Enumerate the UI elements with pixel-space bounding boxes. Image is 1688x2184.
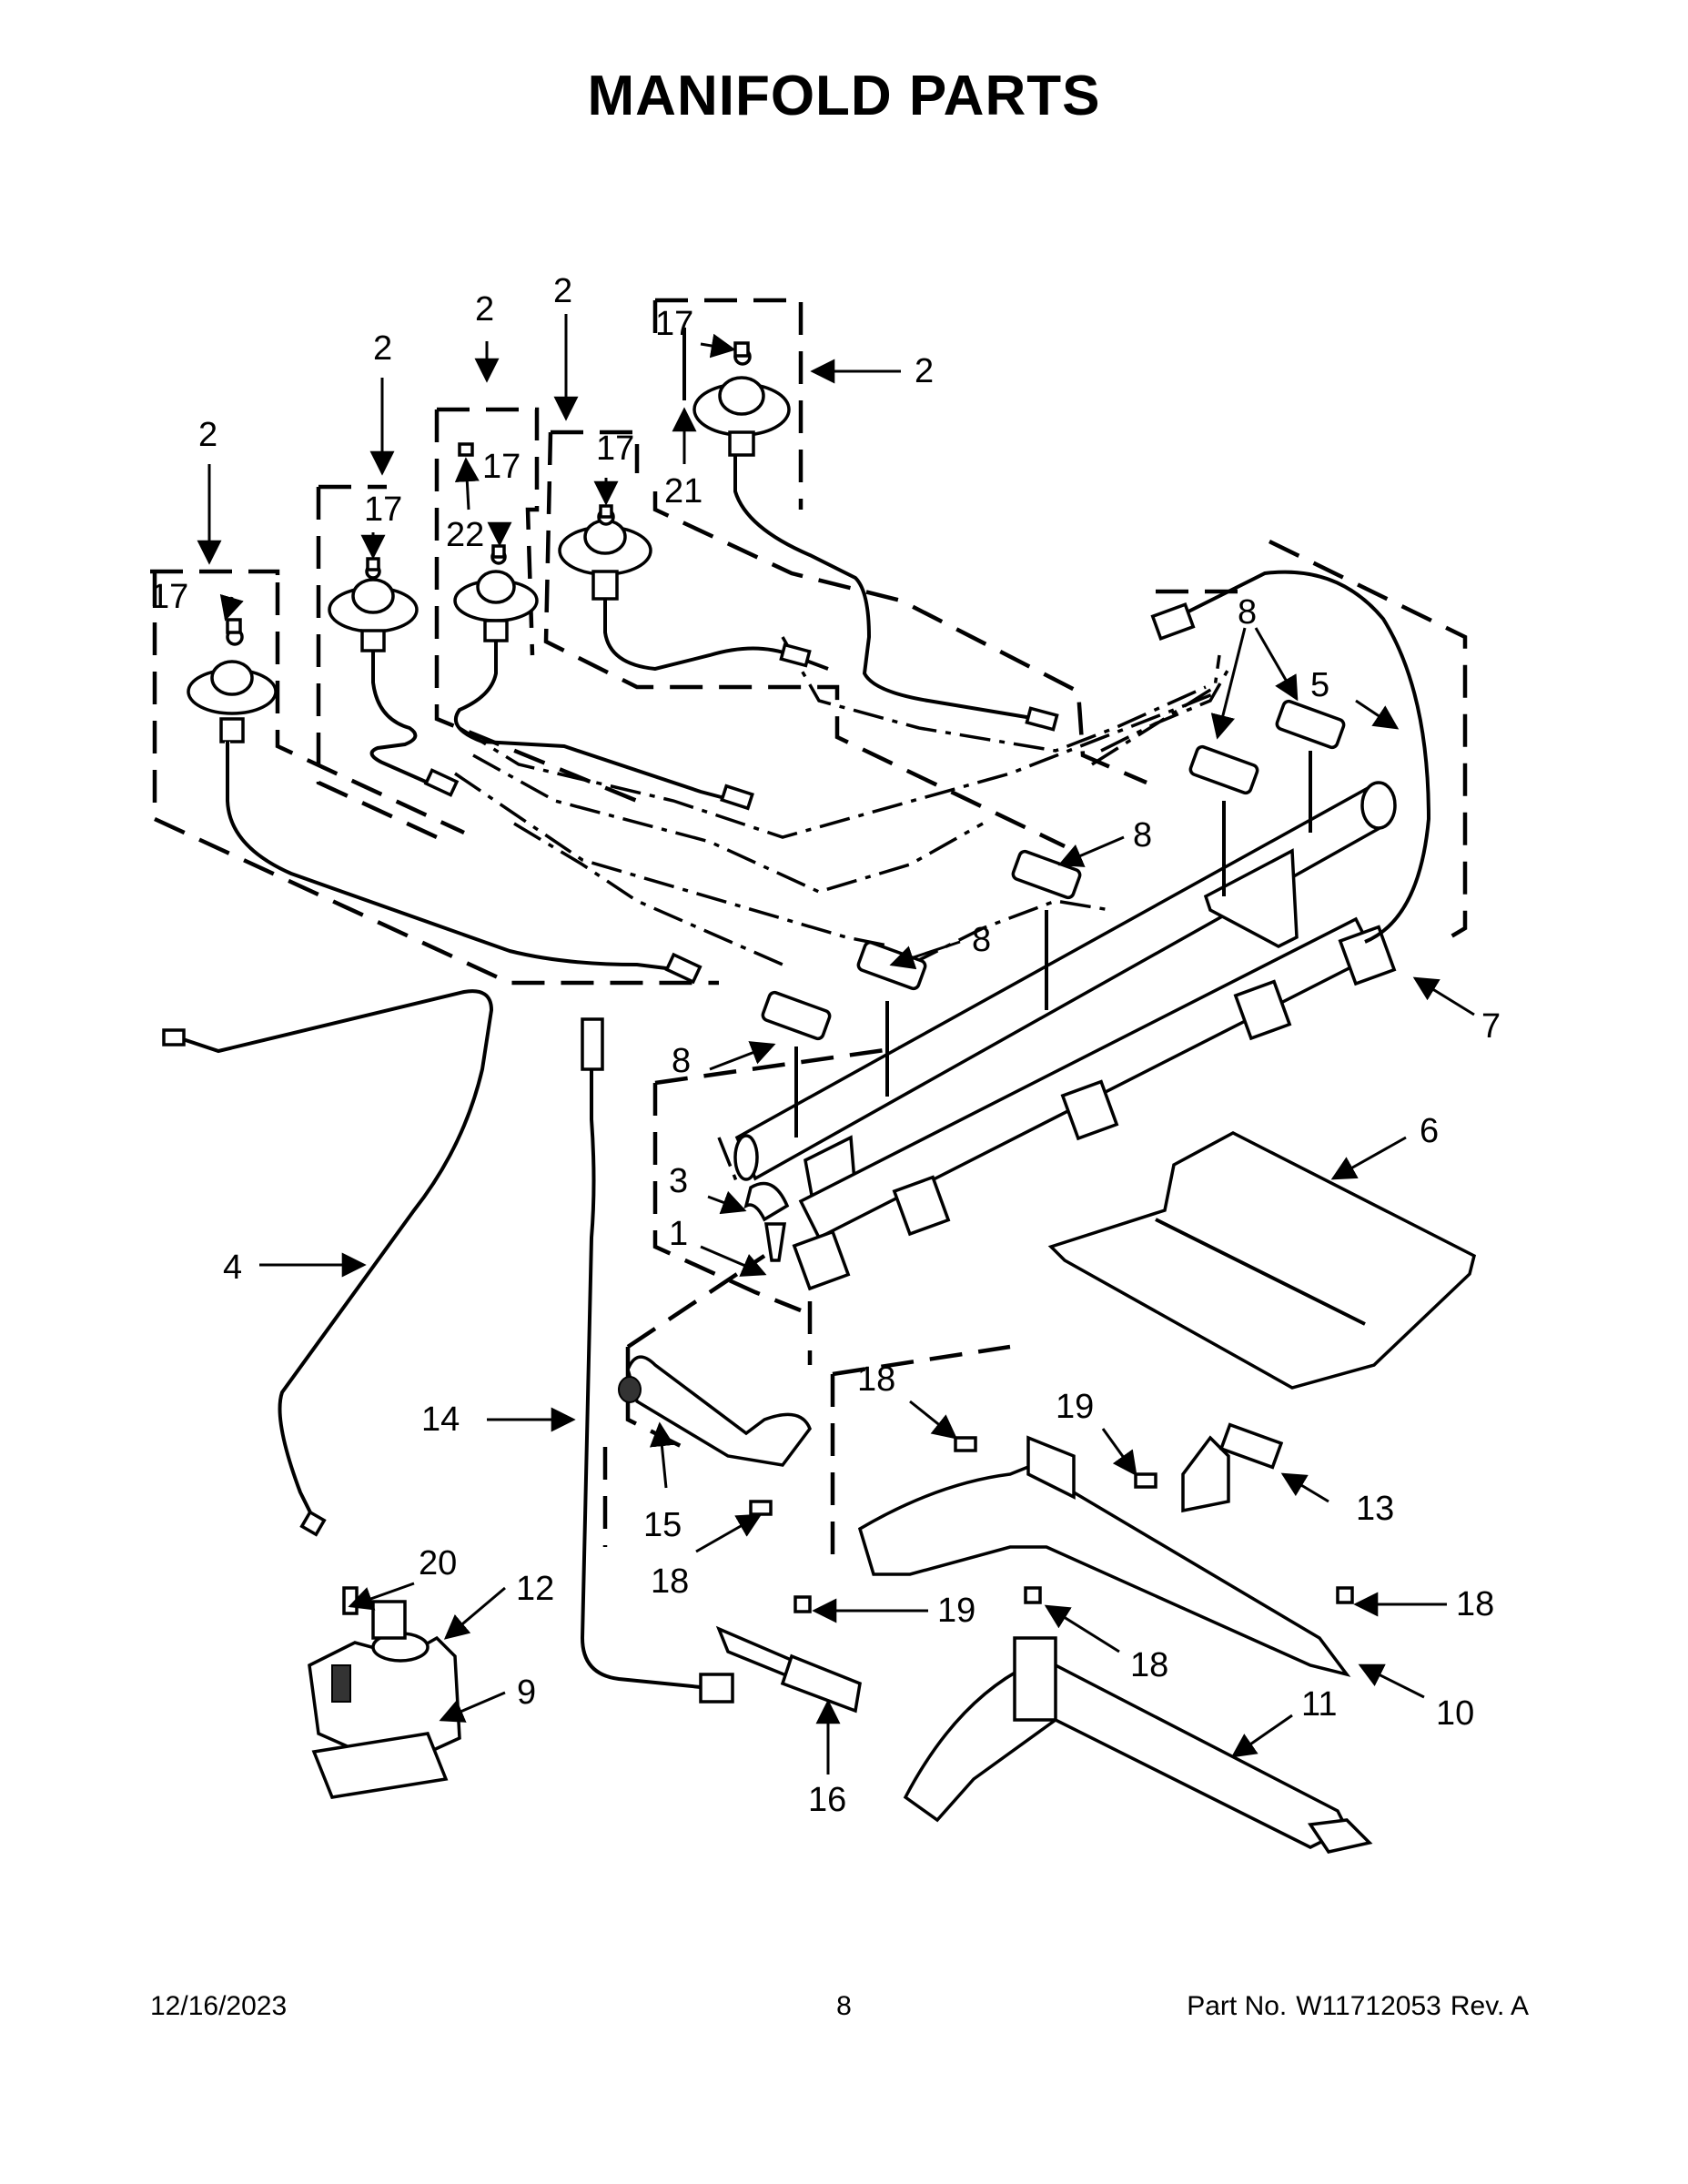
callout-15: 15 xyxy=(643,1506,682,1544)
callout-6: 6 xyxy=(1420,1112,1439,1150)
callout-17: 17 xyxy=(150,578,188,616)
callout-18: 18 xyxy=(1456,1585,1494,1623)
callout-13: 13 xyxy=(1356,1490,1394,1528)
callout-8: 8 xyxy=(1238,593,1257,632)
burner-valve-1 xyxy=(187,628,702,985)
callout-18: 18 xyxy=(857,1360,895,1399)
revision: Rev. A xyxy=(1450,1991,1529,2021)
callout-22: 22 xyxy=(446,516,484,554)
page-title: MANIFOLD PARTS xyxy=(587,65,1101,127)
burner-valve-2 xyxy=(328,563,460,797)
footer-page-number: 8 xyxy=(836,1991,852,2021)
burner-valve-5 xyxy=(682,328,1059,732)
callout-19: 19 xyxy=(1056,1388,1094,1426)
callout-8: 8 xyxy=(1133,816,1152,854)
screws xyxy=(226,341,1354,1613)
callout-21: 21 xyxy=(664,472,702,511)
callout-2: 2 xyxy=(373,329,392,368)
callout-5: 5 xyxy=(1310,666,1329,704)
callout-17: 17 xyxy=(364,490,402,529)
callout-19: 19 xyxy=(937,1592,975,1630)
dashed-group-outlines xyxy=(150,298,1468,1565)
footer-date: 12/16/2023 xyxy=(150,1991,288,2021)
callout-20: 20 xyxy=(419,1544,457,1582)
callout-8: 8 xyxy=(972,921,991,959)
footer-part-number: Part No. W11712053 Rev. A xyxy=(1178,1991,1529,2022)
elbow-fitting xyxy=(618,1355,812,1467)
callout-18: 18 xyxy=(651,1562,689,1601)
callout-17: 17 xyxy=(482,448,521,486)
callout-7: 7 xyxy=(1481,1007,1501,1046)
bake-burner xyxy=(903,1636,1373,1854)
callout-2: 2 xyxy=(198,416,217,454)
callout-11: 11 xyxy=(1301,1685,1337,1724)
broil-burner xyxy=(857,1435,1351,1677)
supply-tube xyxy=(162,989,494,1537)
gas-regulator-valve xyxy=(308,1586,461,1799)
igniter-wire-harness xyxy=(792,570,1431,1291)
callout-labels: 2 2 2 2 2 17 17 17 17 17 21 22 8 5 8 8 8… xyxy=(150,272,1501,1819)
callout-2: 2 xyxy=(553,272,572,310)
callout-8: 8 xyxy=(672,1042,691,1080)
part-label: Part No. xyxy=(1187,1991,1288,2021)
callout-9: 9 xyxy=(517,1673,536,1712)
burner-base-plate xyxy=(1047,1131,1477,1390)
callout-arrows xyxy=(197,314,1475,1774)
callout-3: 3 xyxy=(669,1162,688,1200)
callout-18: 18 xyxy=(1130,1646,1168,1684)
callout-10: 10 xyxy=(1436,1694,1474,1733)
callout-4: 4 xyxy=(223,1249,242,1287)
burner-valve-4 xyxy=(558,508,829,672)
callout-17: 17 xyxy=(655,305,693,343)
callout-2: 2 xyxy=(915,352,934,390)
callout-16: 16 xyxy=(808,1781,846,1819)
igniter-bracket xyxy=(715,1625,862,1714)
callout-2: 2 xyxy=(475,290,494,329)
part-number: W11712053 xyxy=(1296,1991,1441,2021)
callout-1: 1 xyxy=(669,1215,688,1253)
inlet-tube xyxy=(580,1017,734,1704)
callout-14: 14 xyxy=(421,1400,460,1439)
callout-17: 17 xyxy=(596,430,634,468)
callout-12: 12 xyxy=(516,1570,554,1608)
burner-valve-3 xyxy=(453,442,754,811)
oven-igniter xyxy=(1181,1422,1284,1513)
